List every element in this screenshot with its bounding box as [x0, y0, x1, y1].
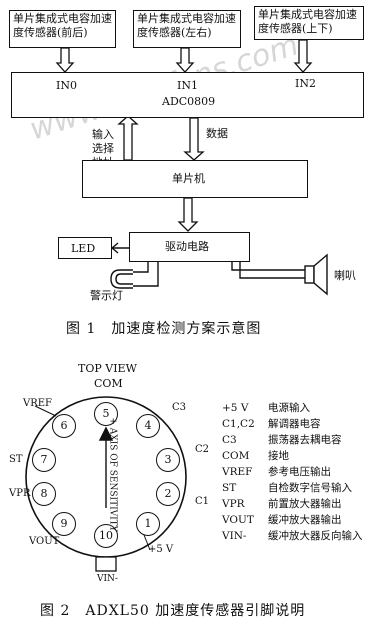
in0-label: IN0: [56, 79, 77, 92]
fig1-caption: 图 1 加速度检测方案示意图: [66, 321, 262, 337]
warning-lamp-label: 警示灯: [90, 289, 123, 302]
c2-label: C2: [195, 444, 210, 455]
mcu-label: 单片机: [172, 172, 205, 185]
pin-4: 4: [136, 414, 160, 438]
pin-6: 6: [52, 414, 76, 438]
vout-label: VOUT: [29, 536, 60, 547]
sensor-box-mid: [133, 10, 241, 48]
pin-8: 8: [32, 482, 56, 506]
arrow-in1: [175, 47, 195, 73]
vref-label: VREF: [23, 398, 52, 409]
in1-label: IN1: [177, 79, 198, 92]
com-label: COM: [94, 377, 123, 390]
led-label: LED: [71, 242, 96, 255]
arrow-data: [183, 117, 205, 161]
top-view-label: TOP VIEW: [78, 362, 137, 375]
sensor-box-right: [254, 6, 364, 40]
driver-label: 驱动电路: [165, 240, 209, 253]
arrow-in0: [55, 47, 75, 73]
pin-5: 5: [94, 402, 118, 426]
mcu-box: [82, 160, 308, 198]
pin-10: 10: [94, 524, 118, 548]
pin-3: 3: [156, 448, 180, 472]
driver-box: [129, 232, 250, 262]
c3-label: C3: [172, 402, 187, 413]
sensor-label-left: 单片集成式电容加速度传感器(前后): [13, 12, 112, 39]
led-box: [58, 237, 112, 259]
axis-label: + AXIS OF SENSITIVITY: [107, 417, 118, 532]
adc-box: [11, 72, 364, 118]
st-label: ST: [9, 454, 23, 465]
plus5v-label: +5 V: [148, 544, 174, 555]
arrow-drive: [177, 197, 199, 232]
adc-label: ADC0809: [162, 95, 216, 108]
pin-1: 1: [136, 512, 160, 536]
fig2-package: [25, 396, 187, 572]
arrow-addr: [117, 115, 139, 161]
pin-7: 7: [32, 448, 56, 472]
sensor-box-left: [9, 10, 116, 48]
legend-row: VIN-缓冲放大器反向输入: [222, 530, 363, 542]
pin-9: 9: [52, 512, 76, 536]
fig1-connectors: [55, 39, 328, 296]
sensor-label-right: 单片集成式电容加速度传感器(上下): [258, 8, 357, 35]
c1-label: C1: [195, 496, 210, 507]
data-label: 数据: [206, 127, 228, 140]
fig2-caption: 图 2 ADXL50 加速度传感器引脚说明: [40, 603, 306, 619]
vpr-label: VPR: [9, 488, 31, 499]
pin-2: 2: [156, 482, 180, 506]
speaker-label: 喇叭: [334, 269, 356, 282]
sensor-label-mid: 单片集成式电容加速度传感器(左右): [137, 12, 236, 39]
arrow-in2: [293, 39, 313, 73]
in2-label: IN2: [295, 77, 316, 90]
vin-label: VIN-: [97, 574, 118, 584]
